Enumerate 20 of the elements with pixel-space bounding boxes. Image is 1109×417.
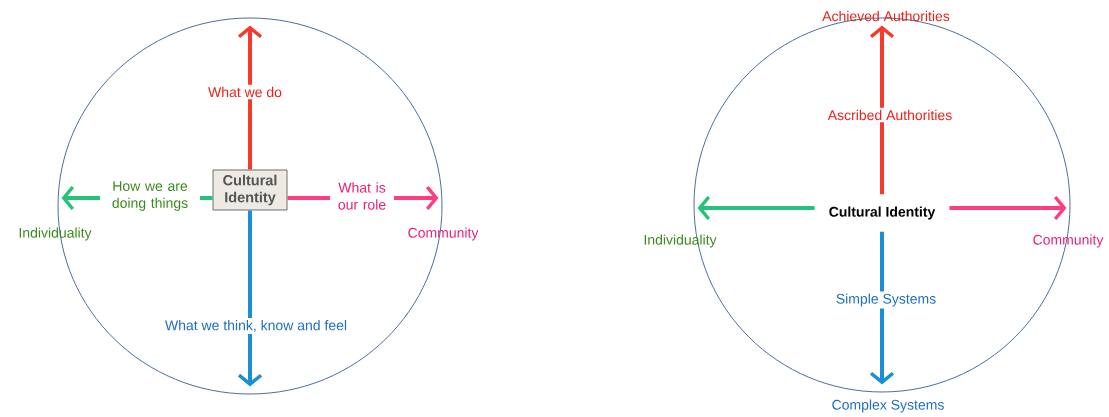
end-label: Achieved Authorities: [822, 10, 950, 22]
end-label: Complex Systems: [832, 399, 944, 413]
edge-label: What is our role: [330, 180, 394, 212]
end-label: Community: [408, 227, 479, 241]
edge-label: What we do: [206, 84, 284, 100]
center-label: Cultural Identity: [829, 206, 936, 220]
edge-label: How we are doing things: [100, 179, 200, 213]
arrow: [697, 195, 815, 221]
edge-label: Ascribed Authorities: [825, 107, 955, 123]
end-label: Individuality: [644, 234, 717, 248]
arrow: [949, 195, 1067, 221]
arrow: [869, 25, 895, 195]
label-box: Cultural Identity: [212, 169, 288, 211]
arrow: [237, 210, 263, 387]
arrow: [237, 25, 263, 170]
edge-label: Simple Systems: [833, 291, 939, 309]
edge-label: What we think, know and feel: [162, 318, 350, 334]
end-label: Individuality: [19, 227, 92, 241]
arrow: [869, 231, 895, 385]
end-label: Community: [1033, 234, 1104, 248]
